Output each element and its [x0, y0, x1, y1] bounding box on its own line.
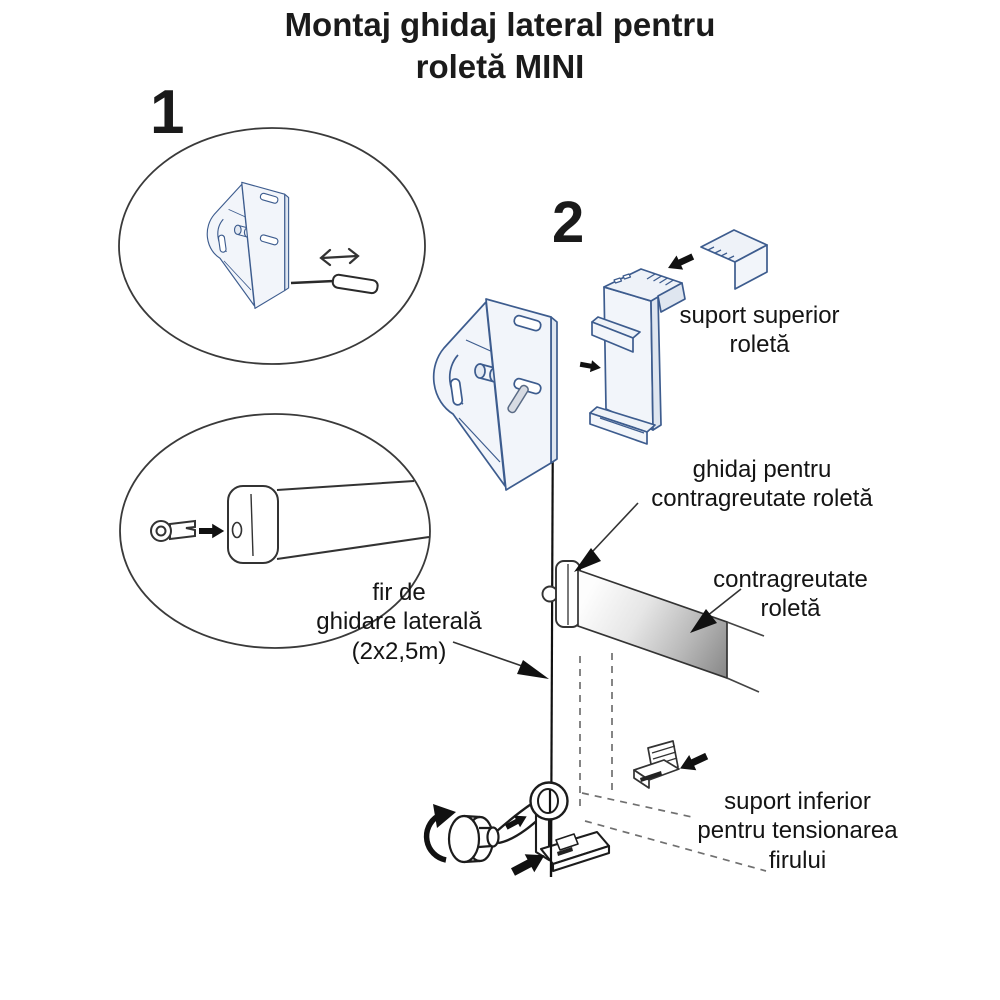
rotation-arrow-icon — [423, 813, 447, 863]
wire-end-key-icon — [150, 519, 196, 542]
counterweight-bar — [577, 568, 765, 693]
upper-support-icon — [589, 268, 686, 445]
step1-bracket-icon — [206, 181, 290, 309]
wire-guide-icon — [541, 560, 581, 628]
slide-in-arrow-icon — [579, 358, 602, 374]
tube-detail-ellipse — [119, 413, 431, 649]
page-title: Montaj ghidaj lateral pentru roletă MINI — [284, 6, 716, 86]
fir-leader — [452, 641, 549, 679]
corner-piece-icon — [700, 229, 768, 290]
insert-arrow-icon — [199, 523, 225, 539]
step1-number: 1 — [150, 78, 185, 147]
step2-number: 2 — [552, 190, 585, 255]
lower-clip-icon — [633, 740, 680, 789]
step2-bracket-icon — [432, 298, 558, 491]
roller-tube-icon — [227, 480, 430, 564]
double-arrow-icon — [319, 247, 360, 267]
attach-arrow-icon — [664, 249, 697, 276]
screwdriver-icon — [290, 273, 379, 295]
ghidaj-leader — [574, 502, 639, 572]
hidden-frame-dashed-lines — [579, 653, 767, 872]
clip-attach-arrow-icon — [676, 748, 711, 777]
label-suport-superior: suport superior roletă — [679, 302, 840, 359]
contragreutate-leader — [690, 588, 742, 633]
label-contragreutate: contragreutate roletă — [713, 566, 868, 623]
label-fir-ghidare: fir de ghidare laterală (2x2,5m) — [316, 579, 482, 665]
label-ghidaj-contragreutate: ghidaj pentru contragreutate roletă — [651, 456, 873, 513]
tensioner-icon — [423, 781, 611, 881]
step1-detail-ellipse — [118, 127, 426, 365]
label-suport-inferior: suport inferior pentru tensionarea firul… — [697, 788, 898, 874]
